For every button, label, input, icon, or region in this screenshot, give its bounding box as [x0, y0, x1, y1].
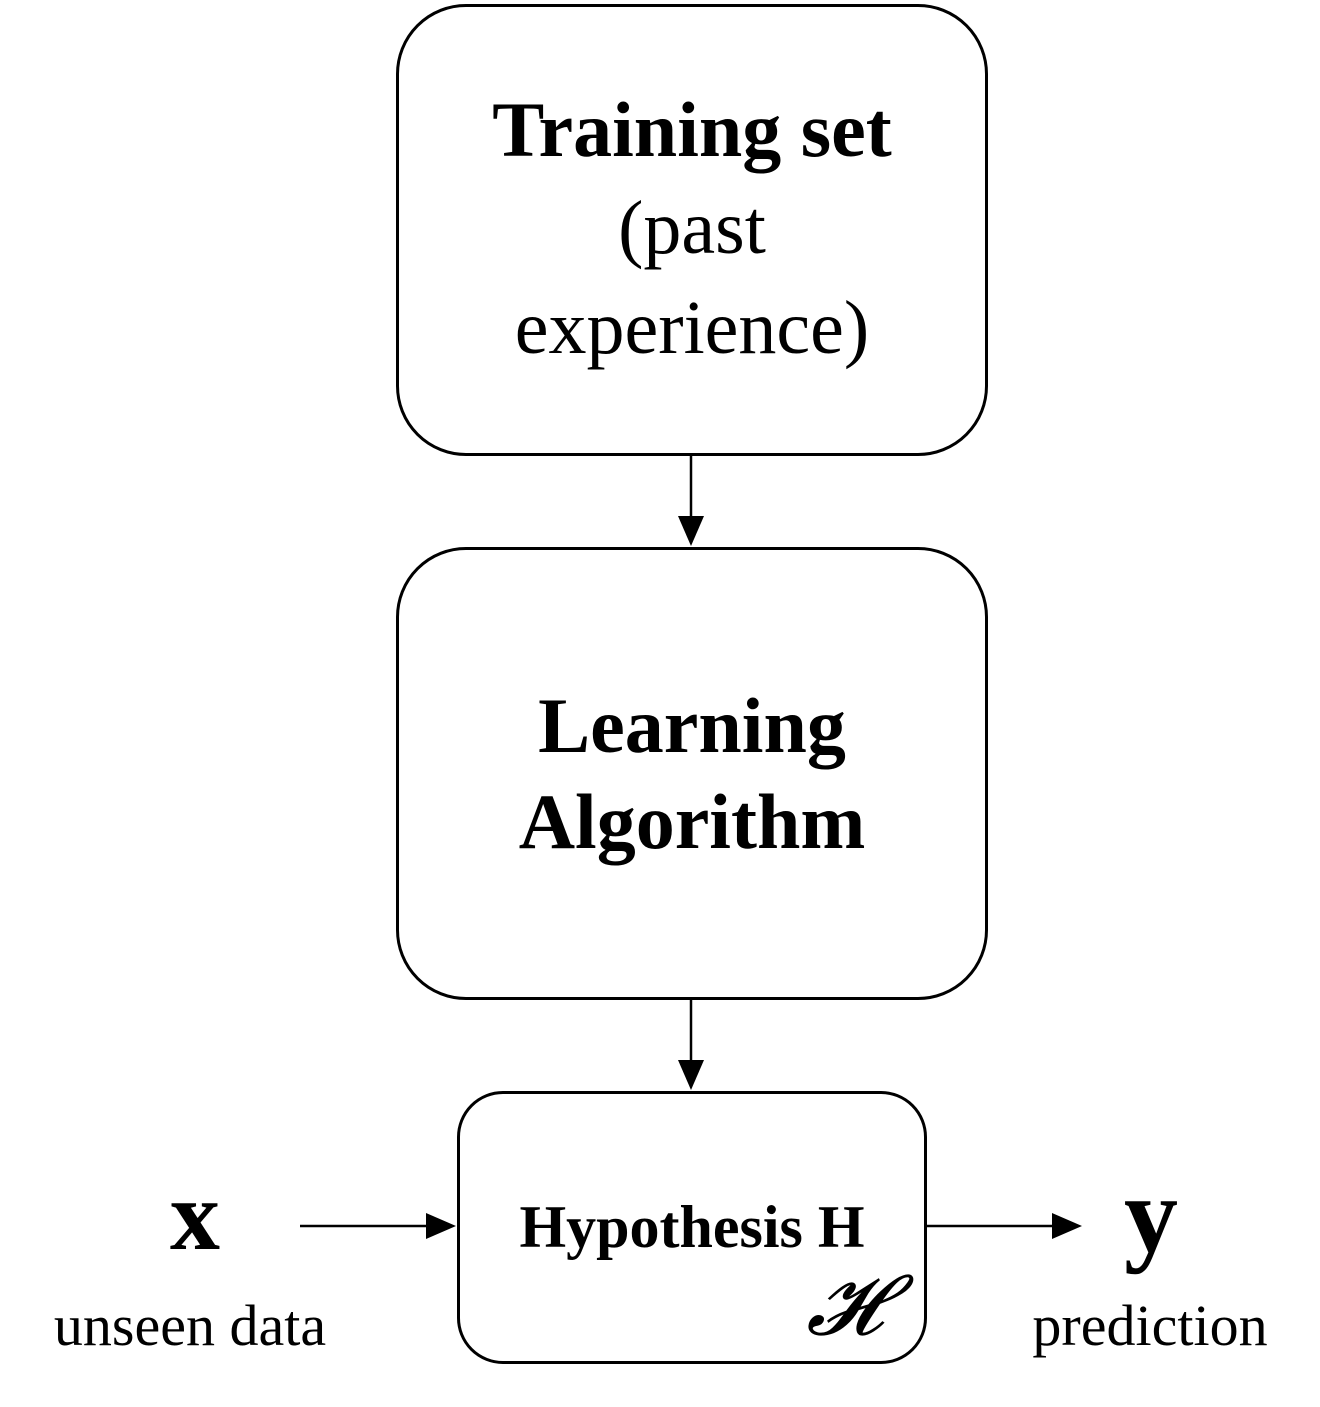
learning-algorithm-line2: Algorithm — [518, 777, 866, 865]
hypothesis-box: Hypothesis H 𝓗 — [457, 1091, 927, 1364]
hypothesis-space-symbol: 𝓗 — [806, 1260, 882, 1353]
training-set-box: Training set (past experience) — [396, 4, 988, 456]
hypothesis-title: Hypothesis H — [519, 1194, 865, 1260]
arrow-learning-to-hypothesis — [678, 1000, 704, 1090]
arrow-training-to-learning — [678, 456, 704, 546]
learning-algorithm-box: Learning Algorithm — [396, 547, 988, 1000]
learning-algorithm-line1: Learning — [538, 681, 846, 769]
output-variable-y: y — [1124, 1156, 1178, 1275]
training-set-subtitle-line1: (past — [618, 186, 766, 270]
training-set-title: Training set — [492, 86, 892, 173]
input-variable-x: x — [170, 1160, 220, 1271]
arrow-hypothesis-to-output — [927, 1213, 1082, 1239]
output-caption: prediction — [1032, 1293, 1268, 1358]
training-set-subtitle-line2: experience) — [514, 286, 870, 370]
arrow-input-to-hypothesis — [300, 1213, 456, 1239]
input-caption: unseen data — [53, 1293, 327, 1358]
